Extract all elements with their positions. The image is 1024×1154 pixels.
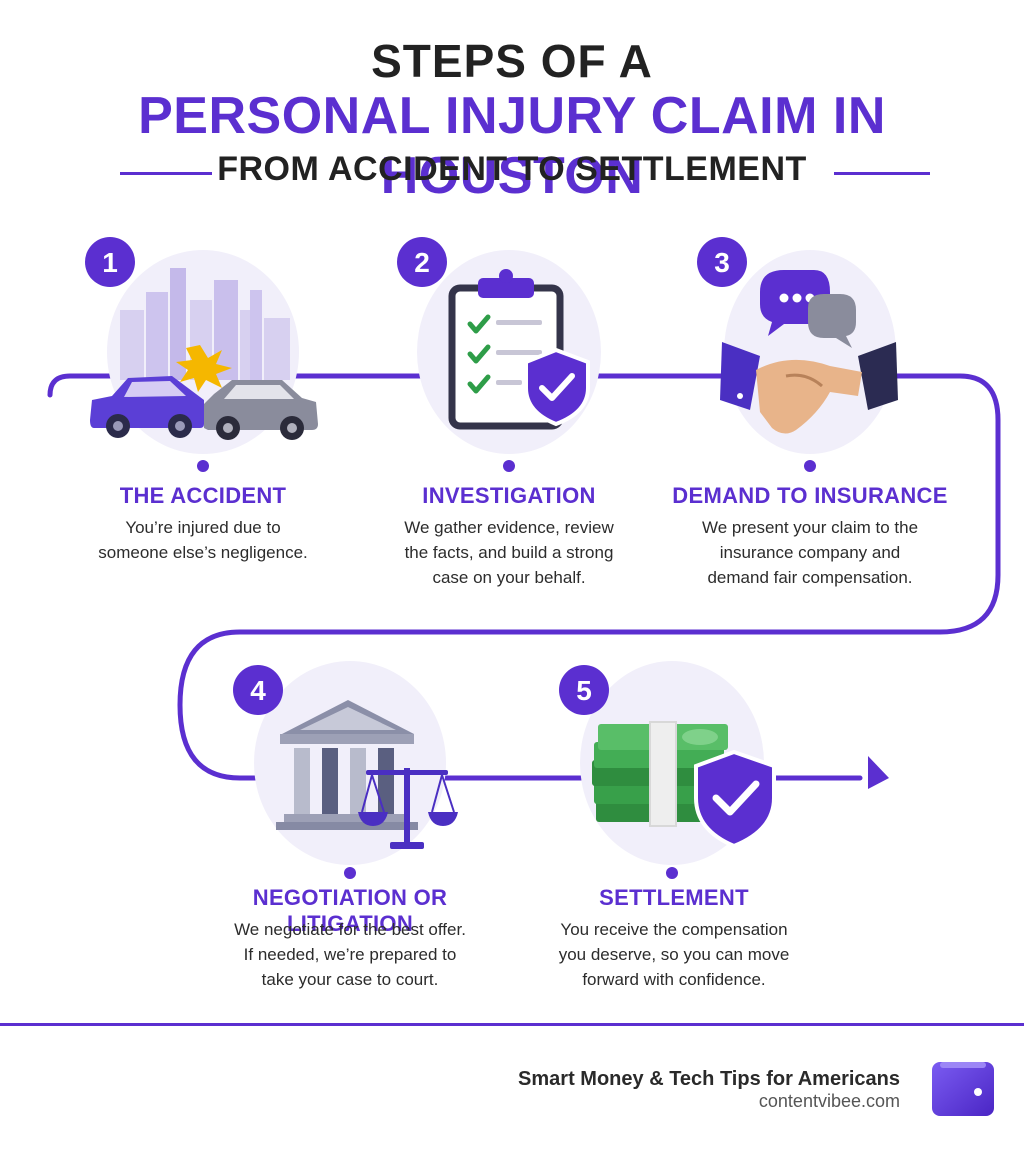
connector-path (47, 373, 1001, 781)
step-1-title: THE ACCIDENT (119, 483, 287, 508)
courthouse-scales-icon (276, 700, 458, 849)
brand-tagline: Smart Money & Tech Tips for Americans (518, 1068, 900, 1090)
step-2-dot (503, 460, 515, 472)
wallet-icon (932, 1062, 994, 1116)
step-4-description: We negotiate for the best offer. If need… (190, 917, 510, 992)
step-4-desc-line-1: We negotiate for the best offer. (234, 920, 466, 939)
step-5-desc-line-3: forward with confidence. (582, 970, 766, 989)
step-2-title: INVESTIGATION (422, 483, 596, 508)
step-4-title: NEGOTIATION OR LITIGATION (252, 885, 448, 936)
step-1-number: 1 (102, 247, 118, 278)
step-5-description: You receive the compensation you deserve… (534, 917, 814, 992)
step-2-desc-line-3: case on your behalf. (432, 568, 586, 587)
handshake-icon (720, 270, 898, 434)
title-rule-right (834, 172, 930, 175)
step-2-number: 2 (414, 247, 430, 278)
step-4-dot (344, 867, 356, 879)
title-rule-left (120, 172, 212, 175)
step-3-number: 3 (714, 247, 730, 278)
step-3-dot (804, 460, 816, 472)
step-5-title: SETTLEMENT (599, 885, 749, 910)
step-2-badge: 2 (397, 237, 447, 287)
step-3-description: We present your claim to the insurance c… (670, 515, 950, 590)
brand-site-link[interactable]: contentvibee.com (758, 1091, 900, 1111)
step-1-badge: 1 (85, 237, 135, 287)
step-5-number: 5 (576, 675, 592, 706)
step-3-desc-line-1: We present your claim to the (701, 518, 919, 537)
page-title: PERSONAL INJURY CLAIM IN HOUSTON (138, 87, 886, 205)
step-5-badge: 5 (559, 665, 609, 715)
footer-rule (0, 1023, 1024, 1026)
step-4-number: 4 (250, 675, 266, 706)
step-4-desc-line-3: take your case to court. (261, 970, 439, 989)
subtitle: FROM ACCIDENT TO SETTLEMENT (217, 150, 807, 188)
step-1-description: You’re injured due to someone else’s neg… (73, 515, 333, 565)
clipboard-checklist-icon (448, 269, 590, 430)
step-1-desc-line-2: someone else’s negligence. (98, 543, 308, 562)
arrow-head (868, 756, 889, 789)
car-crash-icon (90, 268, 318, 440)
step-5-desc-line-1: You receive the compensation (560, 920, 788, 939)
step-3-desc-line-2: insurance company and (719, 543, 901, 562)
step-3-desc-line-3: demand fair compensation. (707, 568, 913, 587)
step-4-desc-line-2: If needed, we’re prepared to (243, 945, 457, 964)
step-1-dot (197, 460, 209, 472)
money-shield-icon (592, 721, 776, 849)
step-5-dot (666, 867, 678, 879)
step-3-badge: 3 (697, 237, 747, 287)
step-2-desc-line-1: We gather evidence, review (404, 518, 614, 537)
step-1-desc-line-1: You’re injured due to (125, 518, 281, 537)
step-5-desc-line-2: you deserve, so you can move (558, 945, 790, 964)
title-line-1: STEPS OF A (371, 35, 653, 87)
step-2-description: We gather evidence, review the facts, an… (379, 515, 639, 590)
step-4-badge: 4 (233, 665, 283, 715)
step-2-desc-line-2: the facts, and build a strong (404, 543, 614, 562)
step-3-title: DEMAND TO INSURANCE (672, 483, 948, 508)
